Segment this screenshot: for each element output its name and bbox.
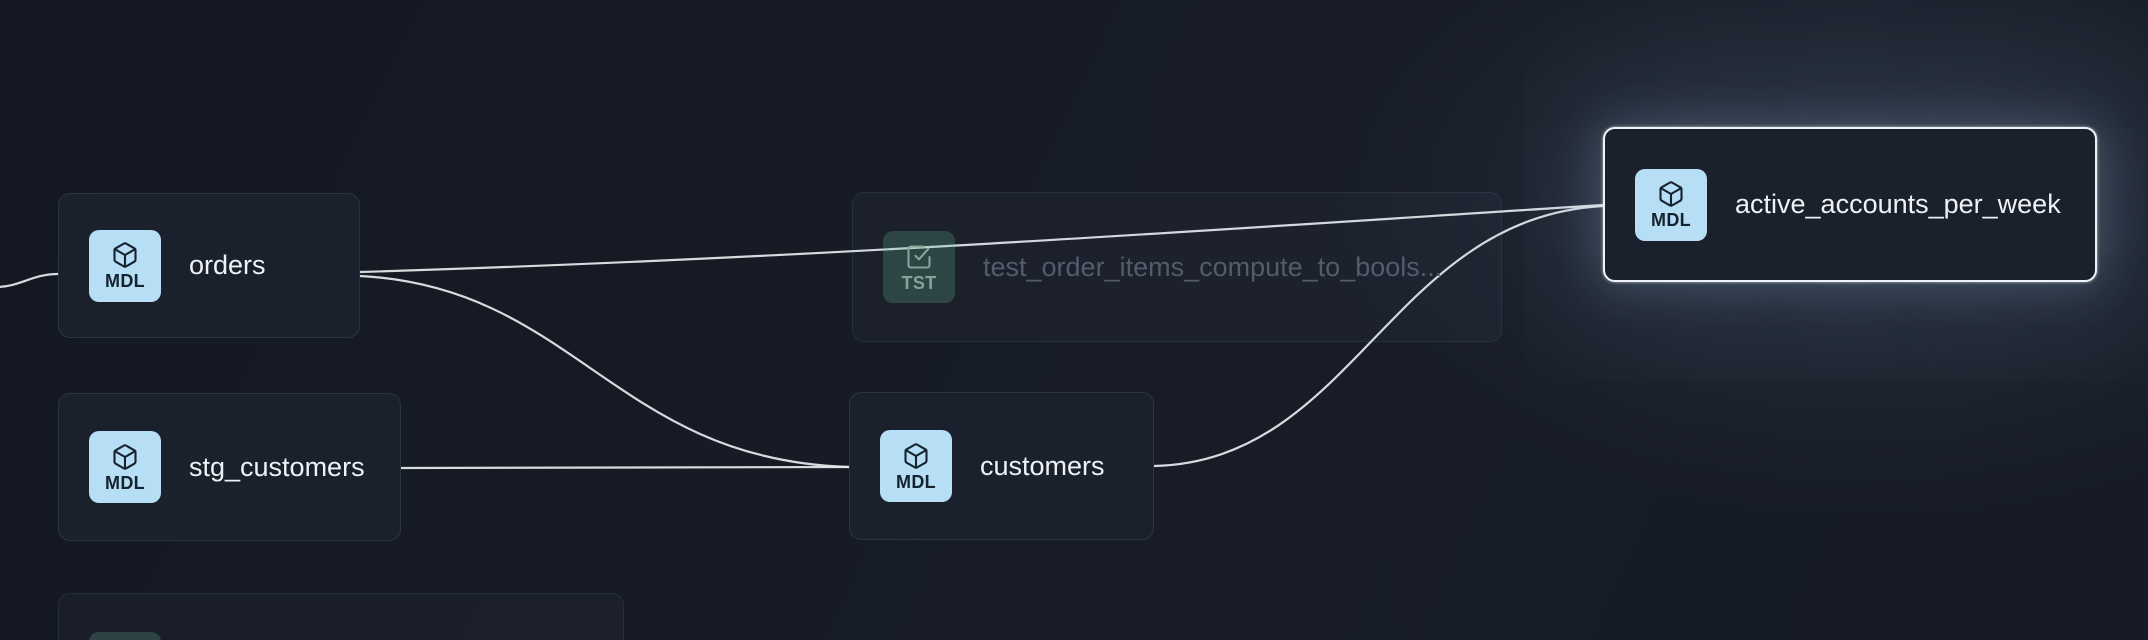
node-orders[interactable]: MDL orders <box>58 193 360 338</box>
model-cube-icon: MDL <box>89 431 161 503</box>
cube-icon <box>113 443 137 470</box>
model-icon-label: MDL <box>105 271 145 291</box>
edge-customers-to-active-accounts <box>1152 204 1605 468</box>
edge-orders-to-active-accounts <box>358 203 1605 274</box>
edge-orders-to-customers <box>358 274 851 469</box>
test-check-icon <box>89 632 161 640</box>
node-stg-customers[interactable]: MDL stg_customers <box>58 393 401 541</box>
model-cube-icon: MDL <box>1635 168 1707 241</box>
node-partial-bottom[interactable] <box>58 593 624 640</box>
node-active-accounts-per-week[interactable]: MDL active_accounts_per_week <box>1603 127 2097 282</box>
node-test-order-items[interactable]: TST test_order_items_compute_to_bools... <box>852 192 1502 342</box>
node-label: orders <box>189 250 266 280</box>
node-label: stg_customers <box>189 451 365 482</box>
node-customers[interactable]: MDL customers <box>849 392 1154 540</box>
model-icon-label: MDL <box>896 471 936 492</box>
model-icon-label: MDL <box>105 472 145 493</box>
cube-icon <box>1659 181 1683 207</box>
model-cube-icon: MDL <box>880 430 952 502</box>
node-label: test_order_items_compute_to_bools... <box>983 251 1443 282</box>
model-icon-label: MDL <box>1651 210 1691 230</box>
test-check-icon: TST <box>883 231 955 303</box>
node-label: active_accounts_per_week <box>1735 189 2061 219</box>
edge-stg-customers-to-customers <box>398 465 851 470</box>
cube-icon <box>904 442 928 469</box>
cube-icon <box>113 242 137 268</box>
test-icon-label: TST <box>901 272 937 293</box>
check-square-icon <box>907 244 931 269</box>
node-label: customers <box>980 450 1105 481</box>
edge-offscreen-to-orders <box>0 272 60 288</box>
model-cube-icon: MDL <box>89 229 161 302</box>
